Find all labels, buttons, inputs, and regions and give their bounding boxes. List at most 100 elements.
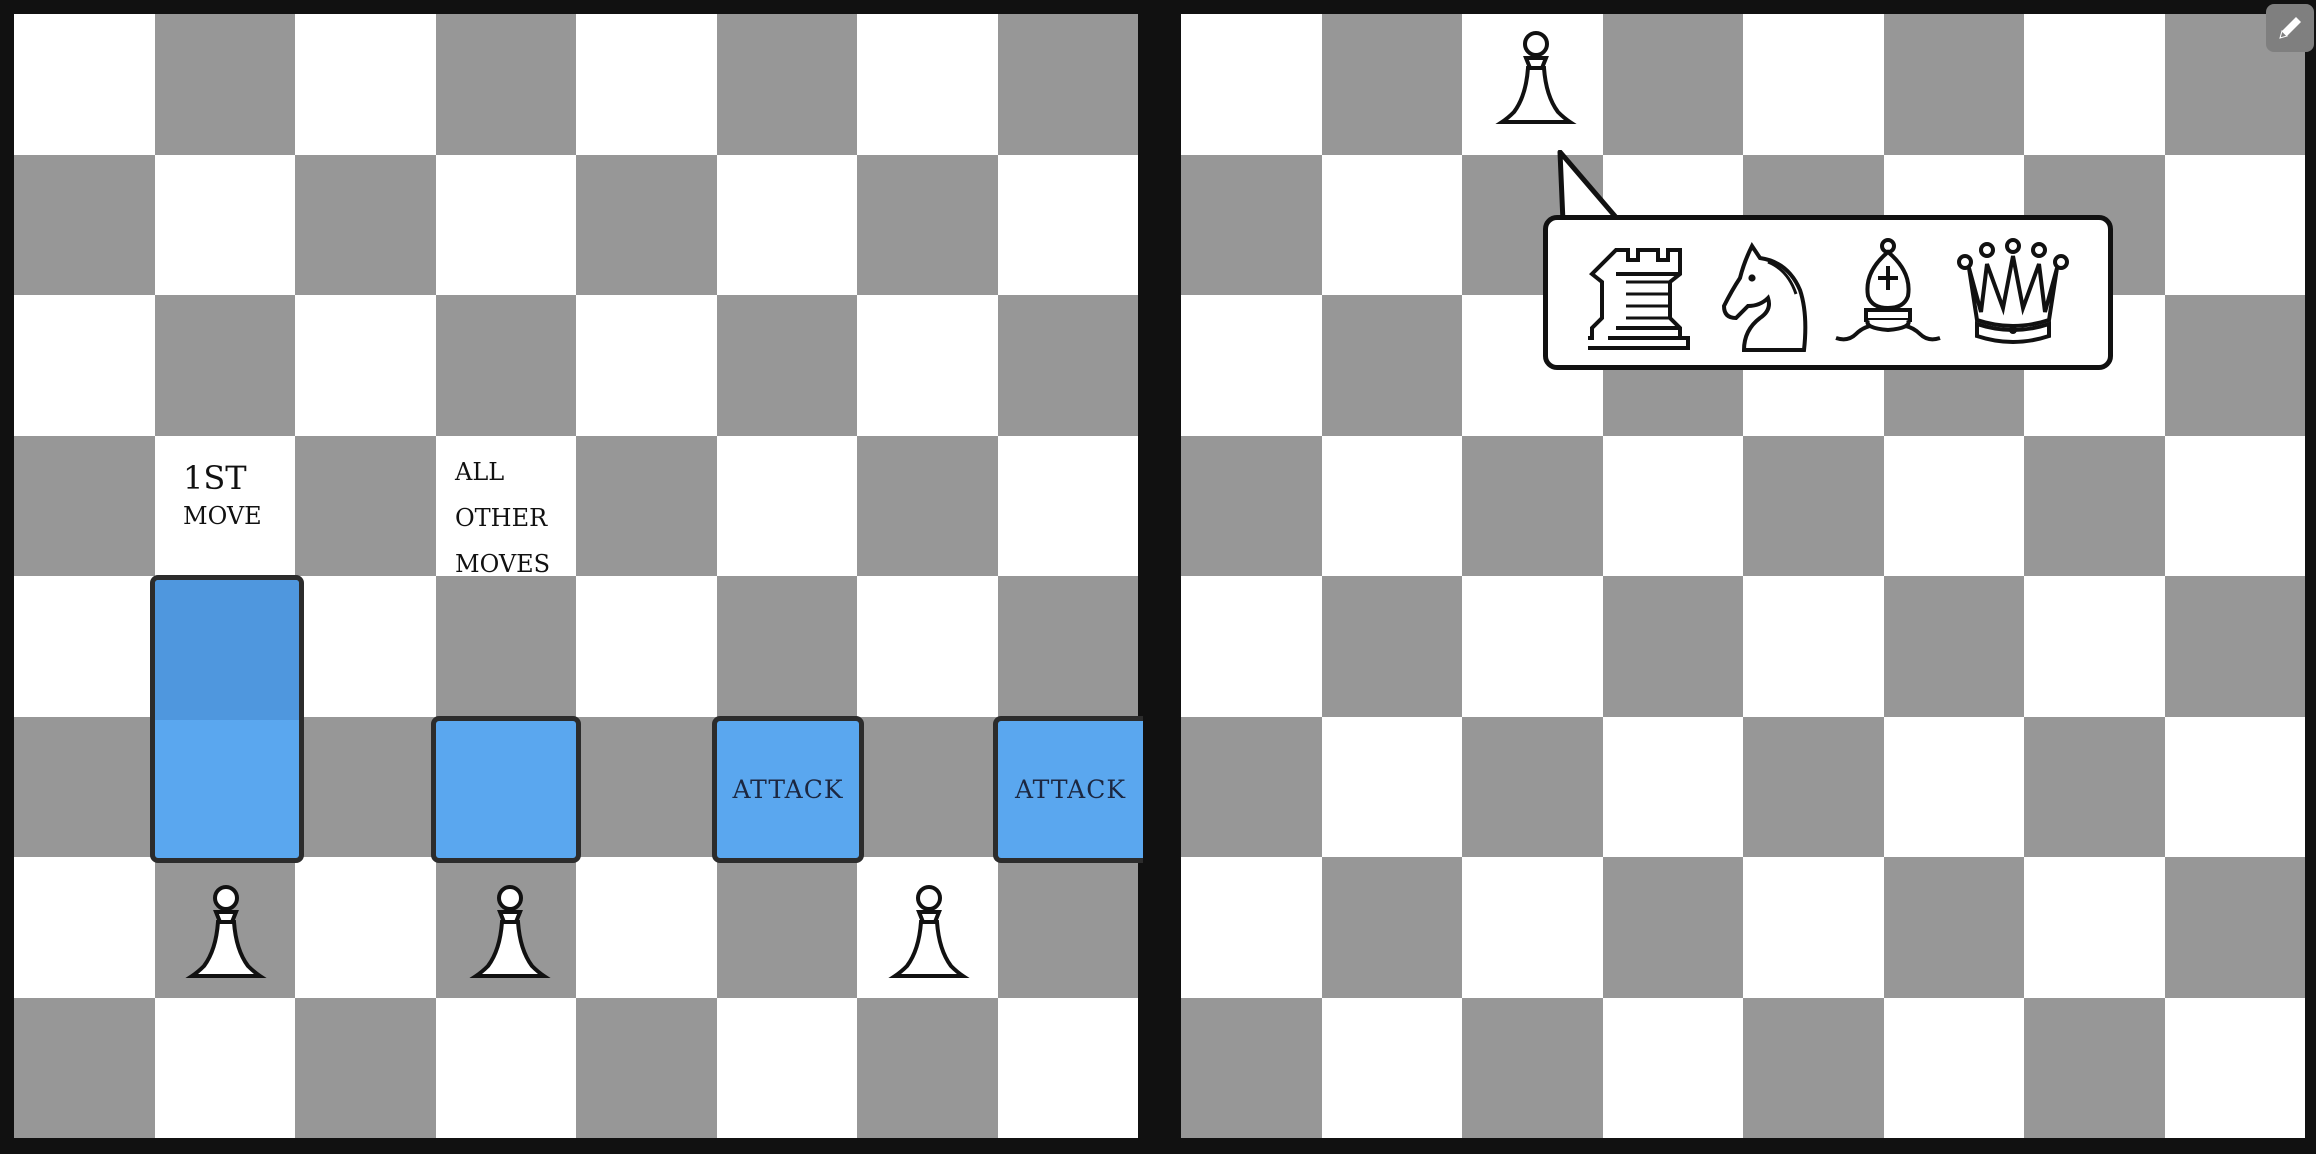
board-square[interactable] bbox=[1462, 435, 1603, 576]
board-square[interactable] bbox=[1883, 576, 2024, 717]
board-square[interactable] bbox=[2164, 997, 2305, 1138]
board-square[interactable] bbox=[295, 997, 436, 1138]
board-square[interactable] bbox=[1462, 857, 1603, 998]
pencil-icon[interactable] bbox=[2266, 4, 2314, 52]
board-square[interactable] bbox=[2164, 716, 2305, 857]
board-square[interactable] bbox=[295, 576, 436, 717]
white-pawn-icon[interactable] bbox=[180, 878, 272, 990]
board-square[interactable] bbox=[435, 435, 576, 576]
white-pawn-icon[interactable] bbox=[464, 878, 556, 990]
board-square[interactable] bbox=[997, 14, 1138, 155]
board-square[interactable] bbox=[1602, 716, 1743, 857]
board-square[interactable] bbox=[576, 154, 717, 295]
board-square[interactable] bbox=[716, 997, 857, 1138]
board-square[interactable] bbox=[1743, 857, 1884, 998]
board-square[interactable] bbox=[1321, 295, 1462, 436]
board-square[interactable] bbox=[576, 295, 717, 436]
board-square[interactable] bbox=[2024, 576, 2165, 717]
board-square[interactable] bbox=[1181, 435, 1322, 576]
board-square[interactable] bbox=[1181, 154, 1322, 295]
board-square[interactable] bbox=[857, 295, 998, 436]
board-square[interactable] bbox=[997, 997, 1138, 1138]
board-square[interactable] bbox=[14, 716, 155, 857]
board-square[interactable] bbox=[435, 14, 576, 155]
board-square[interactable] bbox=[1883, 857, 2024, 998]
board-square[interactable] bbox=[1181, 997, 1322, 1138]
bishop-icon[interactable] bbox=[1828, 234, 1948, 354]
board-square[interactable] bbox=[14, 857, 155, 998]
board-square[interactable] bbox=[716, 154, 857, 295]
board-square[interactable] bbox=[1602, 576, 1743, 717]
board-square[interactable] bbox=[1321, 154, 1462, 295]
board-square[interactable] bbox=[154, 14, 295, 155]
board-square[interactable] bbox=[576, 576, 717, 717]
board-square[interactable] bbox=[1883, 997, 2024, 1138]
board-square[interactable] bbox=[154, 154, 295, 295]
board-square[interactable] bbox=[2164, 576, 2305, 717]
board-square[interactable] bbox=[716, 435, 857, 576]
board-square[interactable] bbox=[2024, 997, 2165, 1138]
board-square[interactable] bbox=[295, 14, 436, 155]
attack-left-highlight[interactable]: ATTACK bbox=[712, 716, 864, 863]
board-square[interactable] bbox=[2164, 295, 2305, 436]
attack-right-highlight[interactable]: ATTACK bbox=[993, 716, 1143, 863]
board-square[interactable] bbox=[576, 857, 717, 998]
board-square[interactable] bbox=[295, 435, 436, 576]
board-square[interactable] bbox=[2024, 716, 2165, 857]
board-square[interactable] bbox=[857, 435, 998, 576]
board-square[interactable] bbox=[997, 576, 1138, 717]
board-square[interactable] bbox=[435, 576, 576, 717]
other-moves-highlight[interactable] bbox=[431, 716, 581, 863]
board-square[interactable] bbox=[1181, 576, 1322, 717]
board-square[interactable] bbox=[1743, 997, 1884, 1138]
board-square[interactable] bbox=[576, 435, 717, 576]
board-square[interactable] bbox=[14, 14, 155, 155]
board-square[interactable] bbox=[1602, 997, 1743, 1138]
board-square[interactable] bbox=[576, 14, 717, 155]
board-square[interactable] bbox=[14, 997, 155, 1138]
board-square[interactable] bbox=[295, 716, 436, 857]
board-square[interactable] bbox=[1462, 576, 1603, 717]
board-square[interactable] bbox=[857, 576, 998, 717]
board-square[interactable] bbox=[1321, 716, 1462, 857]
board-square[interactable] bbox=[295, 154, 436, 295]
white-pawn-icon[interactable] bbox=[1490, 24, 1582, 144]
board-square[interactable] bbox=[716, 295, 857, 436]
board-square[interactable] bbox=[1321, 997, 1462, 1138]
board-square[interactable] bbox=[14, 154, 155, 295]
board-square[interactable] bbox=[857, 716, 998, 857]
board-square[interactable] bbox=[1883, 14, 2024, 155]
rook-icon[interactable] bbox=[1588, 234, 1708, 354]
board-square[interactable] bbox=[1743, 716, 1884, 857]
board-square[interactable] bbox=[1462, 997, 1603, 1138]
board-square[interactable] bbox=[1181, 857, 1322, 998]
board-square[interactable] bbox=[295, 857, 436, 998]
knight-icon[interactable] bbox=[1708, 234, 1828, 354]
board-square[interactable] bbox=[154, 997, 295, 1138]
board-square[interactable] bbox=[1743, 576, 1884, 717]
board-square[interactable] bbox=[2024, 14, 2165, 155]
board-square[interactable] bbox=[1321, 857, 1462, 998]
first-move-highlight[interactable] bbox=[150, 575, 304, 863]
board-square[interactable] bbox=[1321, 576, 1462, 717]
board-square[interactable] bbox=[1181, 295, 1322, 436]
board-square[interactable] bbox=[2164, 857, 2305, 998]
board-square[interactable] bbox=[154, 295, 295, 436]
board-square[interactable] bbox=[1181, 14, 1322, 155]
board-square[interactable] bbox=[1321, 14, 1462, 155]
board-square[interactable] bbox=[1602, 14, 1743, 155]
board-square[interactable] bbox=[1743, 14, 1884, 155]
board-square[interactable] bbox=[154, 435, 295, 576]
board-square[interactable] bbox=[1462, 716, 1603, 857]
board-square[interactable] bbox=[716, 14, 857, 155]
board-square[interactable] bbox=[14, 435, 155, 576]
board-square[interactable] bbox=[997, 857, 1138, 998]
board-square[interactable] bbox=[716, 857, 857, 998]
board-square[interactable] bbox=[857, 997, 998, 1138]
board-square[interactable] bbox=[1743, 435, 1884, 576]
board-square[interactable] bbox=[14, 295, 155, 436]
board-square[interactable] bbox=[435, 997, 576, 1138]
white-pawn-icon[interactable] bbox=[883, 878, 975, 990]
board-square[interactable] bbox=[2164, 154, 2305, 295]
board-square[interactable] bbox=[576, 716, 717, 857]
